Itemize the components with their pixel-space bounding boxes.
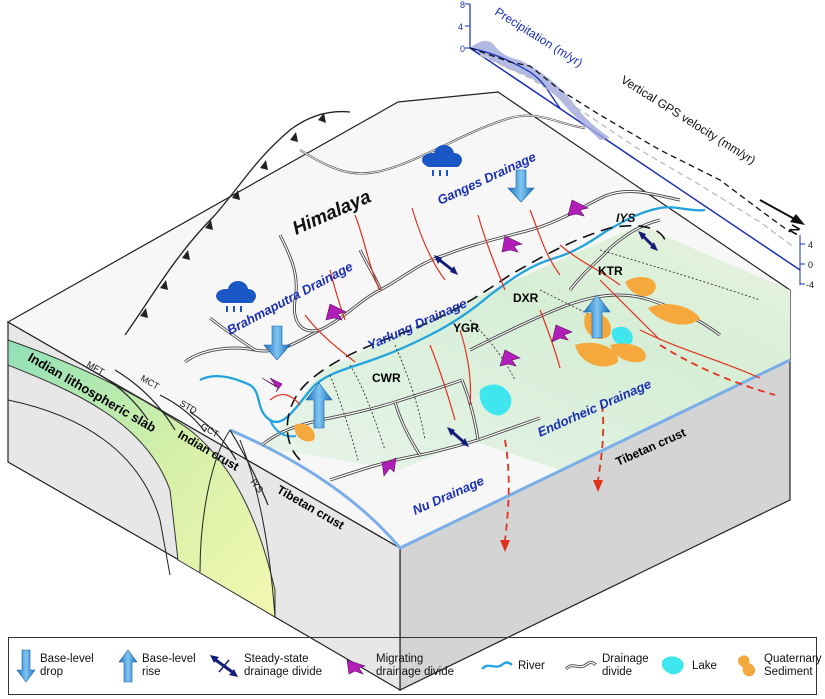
legend-label-base-level-rise: Base-level rise [142,653,196,678]
red-faults [269,207,761,421]
legend-label-base-level-drop: Base-level drop [40,653,94,678]
legend-item-river: River [481,659,545,673]
steady-divide-markers-tips [434,231,658,447]
legend-item-lake: Lake [659,654,717,678]
lake-small [611,326,633,346]
tick-precip-0: 0 [460,44,465,54]
tick-gps-4: 4 [808,240,813,250]
drainage-divide-icon [565,660,597,671]
legend-item-steady-divide: Steady-state drainage divide [209,653,322,679]
himalaya-thrust-front [124,110,351,336]
gps-precip-profile [465,3,805,285]
gct-curve [189,411,237,461]
label-dxr: DXR [513,291,539,305]
yarlung-river-branch [269,419,297,438]
sediment-icon [738,655,756,677]
tick-gps-m4: -4 [806,280,814,290]
legend-label-migrating-divide: Migrating drainage divide [376,653,455,678]
label-ktr: KTR [598,264,623,278]
arrow-down-icon [17,649,35,683]
legend-label-steady-divide: Steady-state drainage divide [244,653,323,678]
tick-gps-0: 0 [808,260,813,270]
river-icon [481,661,513,670]
base-level-rise-arrow-ktr [583,294,611,339]
red-fault-arrow-b [593,480,603,492]
legend-item-drainage-divide: Drainage divide [565,653,649,679]
label-gps-axis: Vertical GPS velocity (mm/yr) [618,73,758,168]
north-arrow-icon [759,199,805,225]
legend-label-lake: Lake [692,659,717,672]
label-north: N [786,222,804,238]
base-level-drop-arrow-ganges [507,169,535,203]
legend-item-quaternary-sediment: Quaternary Sediment [737,653,822,679]
arrow-up-icon [119,649,137,683]
label-cwr: CWR [372,371,401,385]
red-fault-arrow-a [500,540,510,552]
lake [479,384,512,416]
migrating-divide-icon [346,659,366,675]
thrust-teeth [140,113,326,318]
legend-label-river: River [518,659,545,672]
suture-dashed-line [286,224,666,461]
mct-curve [114,369,176,431]
legend-item-base-level-drop: Base-level drop [17,648,94,684]
legend-item-base-level-rise: Base-level rise [119,648,196,684]
steady-divide-icon [210,655,238,677]
drainage-divide-main-inner [299,115,586,174]
rain-cloud-icon-brahmaputra [216,281,256,312]
yarlung-river [199,206,706,424]
migrating-divide-arrows [261,199,589,477]
rain-cloud-icon-ganges [422,145,462,176]
legend: Base-level drop Base-level rise Steady-s… [8,637,822,695]
legend-item-migrating-divide: Migrating drainage divide [345,653,454,679]
tick-precip-8: 8 [460,0,465,10]
legend-label-quaternary-sediment: Quaternary Sediment [764,653,822,678]
mft-curve [94,371,149,421]
moho-blue [229,358,791,550]
std-curve [159,394,206,433]
legend-label-drainage-divide: Drainage divide [602,653,649,678]
base-level-rise-arrow-cwr [305,382,333,429]
iys-curve [229,429,269,506]
base-level-drop-arrow-brahmaputra [263,325,291,361]
red-dashed-faults [504,344,776,541]
lake-icon [661,656,684,675]
label-iys-top: IYS [616,211,635,225]
slab-curve-a [7,399,171,576]
tick-precip-4: 4 [458,22,463,32]
label-ygr: YGR [453,321,479,335]
